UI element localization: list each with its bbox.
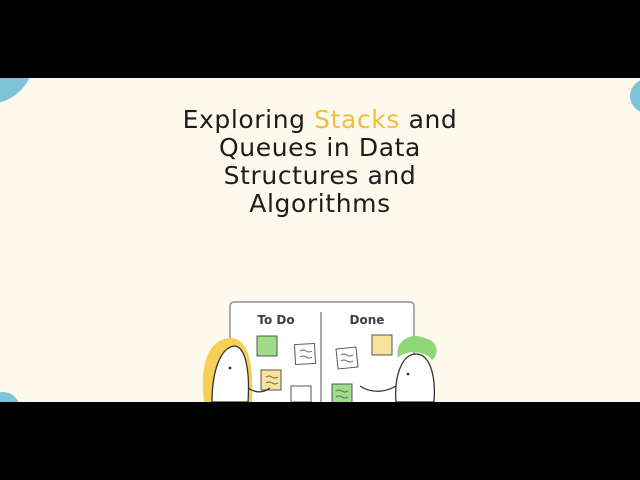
sticky-note-yellow	[371, 334, 393, 356]
title-line-1: Exploring Stacks and	[120, 106, 520, 134]
letterbox-bottom	[0, 402, 640, 480]
slide: Exploring Stacks and Queues in Data Stru…	[0, 78, 640, 402]
done-column-label: Done	[350, 313, 385, 327]
title-line-2: Queues in Data	[219, 133, 421, 162]
character-right-hair	[397, 336, 437, 360]
decorative-blob-top-left	[0, 78, 34, 104]
title-word-exploring: Exploring	[182, 105, 306, 134]
decorative-blob-top-right	[630, 78, 640, 114]
character-left-body	[211, 345, 250, 402]
character-left-eye	[228, 366, 232, 370]
letterbox-top	[0, 0, 640, 78]
sticky-note-green	[331, 383, 353, 402]
scribble-icon	[340, 353, 354, 363]
kanban-illustration: To Do Done	[202, 301, 437, 402]
title-word-and: and	[408, 105, 458, 134]
character-right-eye	[406, 372, 410, 376]
title-highlight: Stacks	[314, 105, 401, 134]
title-line-4: Algorithms	[249, 189, 391, 218]
scribble-icon	[335, 389, 349, 399]
decorative-blob-bottom-left	[0, 392, 20, 402]
todo-column-label: To Do	[257, 313, 294, 327]
scribble-icon	[265, 375, 279, 385]
character-right-body	[395, 353, 436, 402]
sticky-note-green	[256, 335, 278, 357]
sticky-note-white	[290, 385, 312, 402]
character-left-arm	[247, 387, 271, 393]
title-line-3: Structures and	[223, 161, 417, 190]
character-right-arm	[359, 385, 397, 392]
scribble-icon	[299, 349, 313, 359]
sticky-note-white	[335, 346, 359, 370]
slide-title: Exploring Stacks and Queues in Data Stru…	[120, 106, 520, 218]
sticky-note-white	[293, 342, 317, 366]
sticky-note-yellow	[260, 369, 282, 391]
